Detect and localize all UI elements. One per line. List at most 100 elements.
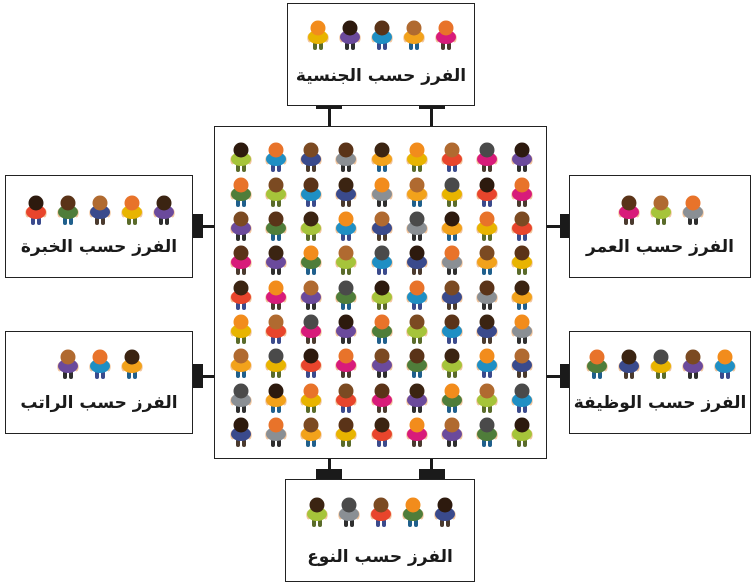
connector-left-upper-block [191, 214, 203, 238]
person-icon [335, 173, 357, 209]
person-icon [441, 276, 463, 312]
person-icon [335, 276, 357, 312]
nationality-people [288, 16, 474, 52]
person-icon [229, 344, 252, 380]
crowd-grid-people [215, 127, 546, 458]
person-icon [476, 413, 498, 449]
person-icon [370, 138, 393, 174]
experience-people [6, 191, 192, 227]
person-icon [618, 345, 640, 381]
person-icon [476, 241, 498, 277]
crowd-grid [214, 126, 547, 459]
person-icon [618, 191, 640, 227]
person-icon [441, 310, 463, 346]
person-icon [121, 191, 143, 227]
person-icon [370, 241, 393, 277]
person-icon [229, 138, 252, 174]
person-icon [511, 138, 534, 174]
person-icon [370, 413, 393, 449]
person-icon [370, 310, 393, 346]
person-icon [476, 379, 498, 415]
person-icon [229, 379, 252, 415]
person-icon [406, 310, 428, 346]
person-icon [229, 413, 252, 449]
person-icon [265, 310, 287, 346]
connector-right-upper-stem [547, 225, 561, 228]
person-icon [229, 241, 252, 277]
person-icon [511, 207, 534, 243]
person-icon [441, 413, 463, 449]
person-icon [335, 379, 357, 415]
person-icon [300, 310, 322, 346]
person-icon [153, 191, 175, 227]
person-icon [511, 310, 534, 346]
person-icon [335, 310, 357, 346]
person-icon [265, 241, 287, 277]
person-icon [265, 413, 287, 449]
person-icon [370, 276, 393, 312]
person-icon [338, 493, 360, 529]
person-icon [370, 207, 393, 243]
label-sort-by-gender: الفرز حسب النوع [307, 547, 453, 567]
person-icon [511, 413, 534, 449]
person-icon [265, 276, 287, 312]
person-icon [511, 276, 534, 312]
connector-top-left-stem [328, 108, 331, 126]
person-icon [476, 173, 498, 209]
person-icon [441, 207, 463, 243]
person-icon [229, 310, 252, 346]
person-icon [406, 241, 428, 277]
label-sort-by-age: الفرز حسب العمر [586, 237, 734, 257]
person-icon [406, 276, 428, 312]
person-icon [121, 345, 143, 381]
person-icon [229, 276, 252, 312]
connector-bottom-left-stem [328, 459, 331, 471]
label-sort-by-experience: الفرز حسب الخبرة [20, 237, 178, 257]
connector-bottom-right-block [419, 469, 445, 480]
person-icon [434, 493, 456, 529]
person-icon [57, 191, 79, 227]
person-icon [476, 138, 498, 174]
box-sort-by-job: الفرز حسب الوظيفة [569, 331, 751, 434]
person-icon [300, 241, 322, 277]
person-icon [339, 16, 361, 52]
person-icon [300, 413, 322, 449]
person-icon [300, 379, 322, 415]
person-icon [370, 493, 392, 529]
box-sort-by-gender: الفرز حسب النوع [285, 479, 475, 582]
salary-people [6, 345, 192, 381]
person-icon [406, 173, 428, 209]
person-icon [476, 344, 498, 380]
person-icon [370, 173, 393, 209]
person-icon [406, 207, 428, 243]
person-icon [511, 344, 534, 380]
person-icon [335, 207, 357, 243]
person-icon [476, 276, 498, 312]
connector-left-lower-block [191, 364, 203, 388]
person-icon [441, 344, 463, 380]
person-icon [265, 379, 287, 415]
person-icon [229, 173, 252, 209]
person-icon [441, 173, 463, 209]
person-icon [714, 345, 736, 381]
person-icon [300, 207, 322, 243]
person-icon [335, 344, 357, 380]
person-icon [441, 241, 463, 277]
person-icon [435, 16, 457, 52]
person-icon [650, 191, 672, 227]
person-icon [441, 379, 463, 415]
person-icon [511, 379, 534, 415]
connector-right-lower-stem [547, 375, 561, 378]
person-icon [511, 173, 534, 209]
person-icon [300, 344, 322, 380]
box-sort-by-experience: الفرز حسب الخبرة [5, 175, 193, 278]
person-icon [403, 16, 425, 52]
job-people [570, 345, 750, 381]
person-icon [511, 241, 534, 277]
connector-bottom-left-block [316, 469, 342, 480]
person-icon [406, 344, 428, 380]
person-icon [25, 191, 47, 227]
person-icon [57, 345, 79, 381]
person-icon [650, 345, 672, 381]
box-sort-by-nationality: الفرز حسب الجنسية [287, 3, 475, 106]
